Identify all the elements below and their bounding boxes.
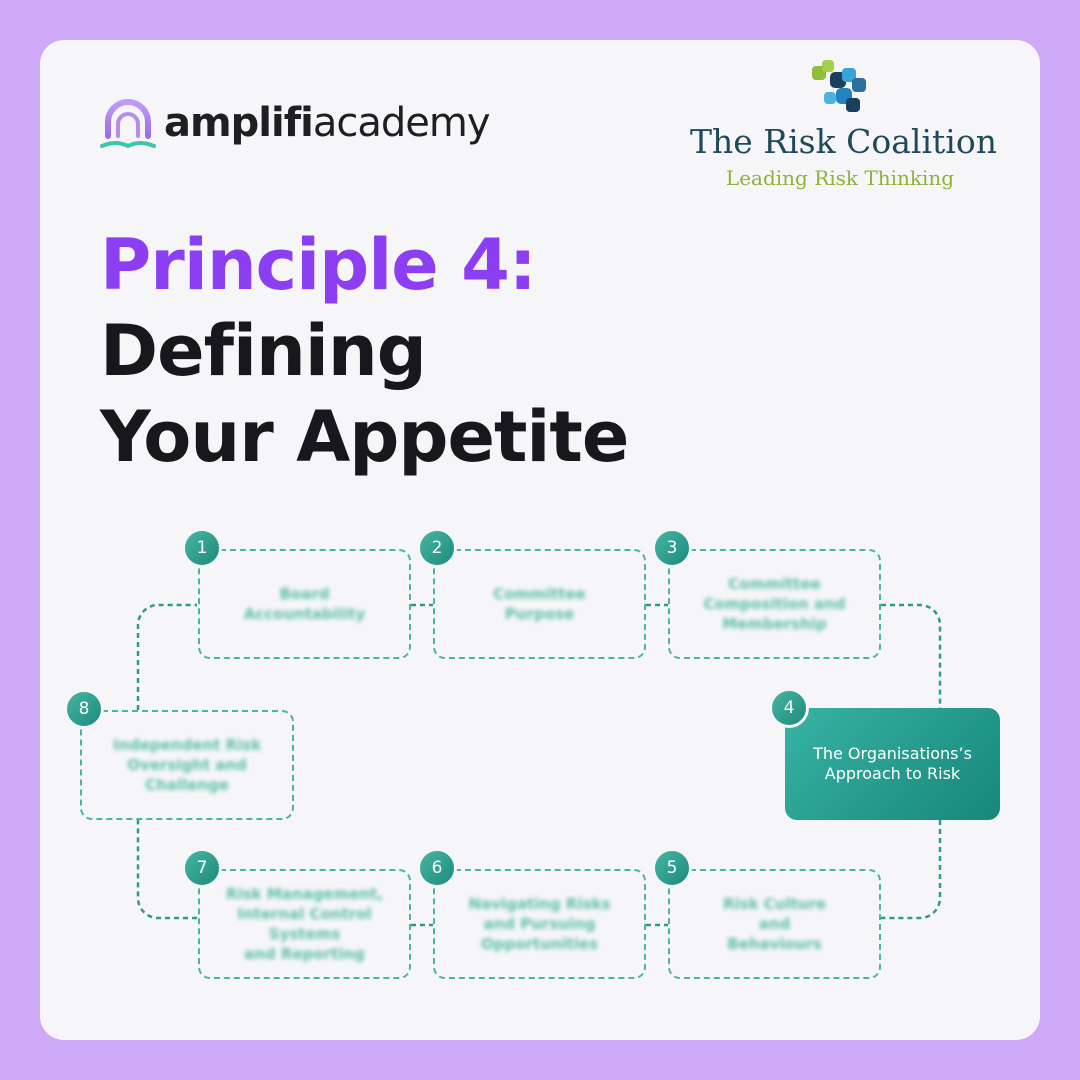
principle-node-6: Navigating Risks and Pursuing Opportunit… [433, 869, 646, 979]
principle-label: Independent Risk Oversight and Challenge [112, 736, 262, 794]
principle-node-3: Committee Composition and Membership [668, 549, 881, 659]
principle-node-7: Risk Management, Internal Control System… [198, 869, 411, 979]
risk-coalition-puzzle-icon [812, 60, 866, 112]
principle-label: Board Accountability [243, 585, 366, 623]
principle-number-badge: 4 [769, 688, 809, 728]
principle-number-badge: 7 [182, 848, 222, 888]
principle-label: Risk Management, Internal Control System… [226, 885, 383, 963]
title-principle: Principle 4: [100, 224, 537, 306]
principle-label: Risk Culture and Behaviours [722, 895, 827, 953]
title-your-appetite: Your Appetite [100, 396, 629, 478]
title-defining: Defining [100, 310, 427, 392]
risk-coalition-name: The Risk Coalition [690, 122, 997, 161]
brand-amplifi: amplifi [164, 100, 314, 146]
principle-number-badge: 6 [417, 848, 457, 888]
principle-label: Committee Composition and Membership [703, 575, 846, 633]
principle-number-badge: 2 [417, 528, 457, 568]
principle-node-1: Board Accountability [198, 549, 411, 659]
principle-number-badge: 3 [652, 528, 692, 568]
principle-label: Navigating Risks and Pursuing Opportunit… [468, 895, 611, 953]
risk-coalition-tagline: Leading Risk Thinking [725, 166, 955, 190]
page-title: Principle 4: Defining Your Appetite [100, 222, 629, 480]
principle-number-badge: 8 [64, 689, 104, 729]
risk-coalition-logo: The Risk Coalition Leading Risk Thinking [690, 58, 997, 198]
principle-node-2: Committee Purpose [433, 549, 646, 659]
principle-label: Committee Purpose [493, 585, 586, 623]
brand-academy: academy [312, 100, 491, 146]
amplifi-book-arch-icon [100, 99, 156, 149]
principle-number-badge: 5 [652, 848, 692, 888]
principle-node-8: Independent Risk Oversight and Challenge [80, 710, 294, 820]
amplifi-academy-wordmark: amplifiacademy [164, 100, 490, 146]
principle-number-badge: 1 [182, 528, 222, 568]
principle-node-4: The Organisations’s Approach to Risk [785, 708, 1000, 820]
principle-node-5: Risk Culture and Behaviours [668, 869, 881, 979]
principle-label: The Organisations’s Approach to Risk [813, 744, 972, 783]
